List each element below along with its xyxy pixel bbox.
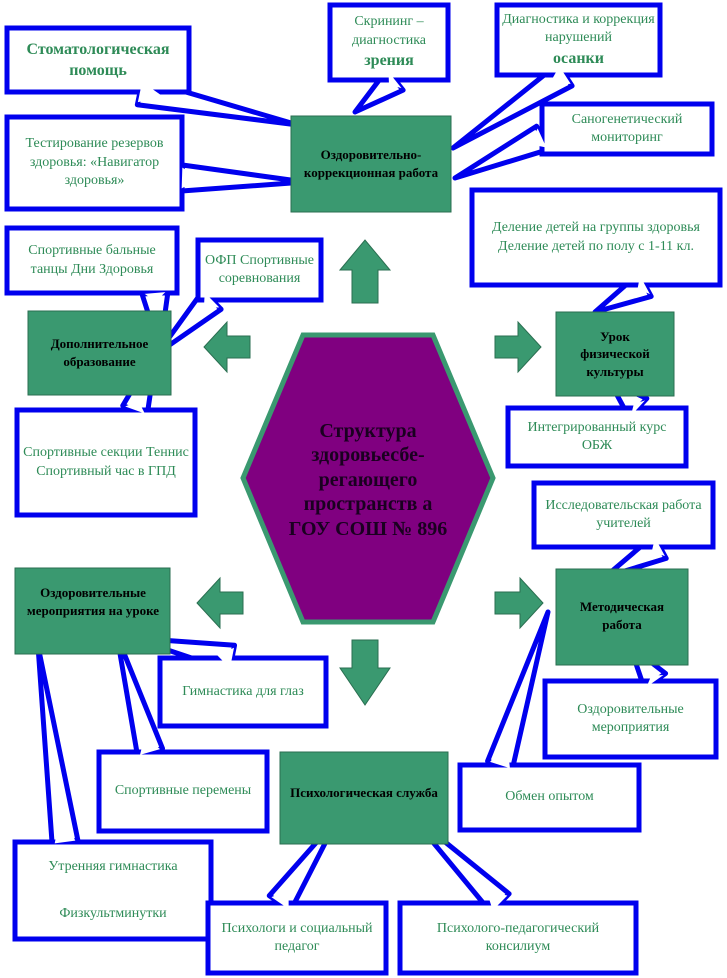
psych-service-box — [279, 751, 449, 845]
methodical-box — [555, 568, 689, 666]
posture-callout-seam — [548, 66, 571, 86]
research-callout-box — [531, 480, 716, 550]
callout-vision-prefix: Скрининг – диагностика — [351, 14, 427, 48]
callout-wellness-events: Оздоровительные мероприятия — [577, 701, 684, 735]
ofp-callout-seam — [203, 292, 220, 308]
callout-experience: Обмен опытом — [505, 789, 594, 805]
sports-sections-callout-seam — [125, 400, 145, 414]
wellness-correction-label: Оздоровительно-коррекционная работа — [303, 147, 439, 180]
callout-posture-word: осанки — [553, 49, 604, 67]
arrow-down — [339, 639, 391, 706]
arrow-left-upper — [203, 320, 251, 374]
navigator-callout-pointer — [179, 162, 308, 194]
callout-dental: Стоматологическая помощь — [26, 40, 170, 79]
morning-callout-pointer — [35, 643, 81, 847]
callout-navigator: Тестирование резервов здоровья: «Навигат… — [25, 136, 164, 189]
extra-education-label: Дополнительное образование — [50, 336, 149, 369]
posture-callout-box — [494, 2, 663, 78]
ofp-callout-box — [195, 237, 324, 303]
callout-shapes — [4, 2, 723, 976]
wellness-events-callout-box — [542, 678, 719, 760]
sport-breaks-callout-box — [96, 749, 270, 834]
morning-callout-box — [12, 839, 214, 942]
center-hexagon — [240, 332, 496, 625]
experience-callout-box — [457, 762, 642, 833]
council-callout-seam — [486, 889, 508, 911]
callout-morning: Утренняя гимнастика Физкультминутки — [15, 842, 211, 939]
pe-lesson-box — [555, 311, 675, 397]
ballroom-callout-box — [4, 225, 180, 296]
obzh-callout-box — [505, 405, 689, 469]
callout-eye-gym: Гимнастика для глаз — [182, 683, 304, 699]
callout-groups: Деление детей на группы здоровья Деление… — [472, 190, 720, 285]
navigator-callout-box — [4, 114, 185, 212]
groups-callout-box — [469, 187, 723, 288]
council-callout-box — [397, 900, 639, 976]
wellness-events-callout-seam — [646, 674, 664, 688]
arrow-left-lower — [196, 576, 244, 630]
psychologists-callout-seam — [271, 890, 289, 909]
arrow-up — [338, 239, 392, 304]
direction-arrows — [196, 239, 544, 706]
callout-groups-line2: Деление детей по полу с 1-11 кл. — [498, 238, 694, 254]
callout-phys-minutes: Физкультминутки — [59, 905, 167, 921]
wellness-correction-box — [290, 115, 452, 213]
callout-posture-prefix: Диагностика и коррекция нарушений — [502, 11, 655, 46]
callout-groups-line1: Деление детей на группы здоровья — [492, 220, 700, 236]
callout-ofp: ОФП Спортивные соревнования — [205, 252, 314, 286]
sports-sections-callout-box — [14, 407, 198, 518]
callout-council: Психолого-педагогический консилиум — [436, 920, 600, 954]
ballroom-callout-seam — [144, 292, 166, 302]
obzh-callout-seam — [630, 400, 646, 416]
callout-vision-word: зрения — [364, 52, 414, 70]
callout-sport-breaks: Спортивные перемены — [114, 783, 252, 799]
sport-breaks-callout-seam — [139, 734, 161, 755]
callout-research: Исследовательская работа учителей — [545, 497, 702, 531]
methodical-label: Методическая работа — [579, 599, 665, 632]
callout-psychologists: Психологи и социальный педагог — [221, 920, 373, 954]
experience-callout-seam — [490, 742, 510, 769]
lesson-activities-label: Оздоровительные мероприятия на уроке — [26, 585, 160, 618]
callout-sanogenetic: Саногенетический мониторинг — [571, 111, 683, 145]
pe-lesson-label: Урок физической культуры — [580, 328, 650, 379]
callout-ballroom: Спортивные бальные танцы Дни Здоровья — [28, 243, 156, 277]
arrow-right-lower — [494, 576, 544, 630]
callout-obzh: Интегрированный курс ОБЖ — [527, 419, 667, 453]
center-title: Структура здоровьесбе-регающего простран… — [288, 420, 448, 540]
callout-vision: Скрининг – диагностика зрения — [330, 5, 448, 80]
hub-boxes — [14, 115, 689, 845]
groups-callout-seam — [637, 275, 650, 295]
callout-sports-sections: Спортивные секции Теннис Спортивный час … — [23, 445, 189, 479]
eye-gym-callout-box — [157, 655, 329, 729]
arrow-right-upper — [494, 320, 542, 374]
callout-posture: Диагностика и коррекция нарушений осанки — [497, 5, 660, 75]
lesson-activities-box — [14, 567, 171, 655]
dental-callout-box — [4, 25, 192, 95]
psychologists-callout-box — [205, 900, 389, 976]
dental-callout-seam — [137, 81, 164, 103]
navigator-callout-seam — [181, 167, 201, 189]
sanogenetic-callout-box — [539, 101, 715, 157]
morning-callout-seam — [54, 812, 76, 844]
extra-education-box — [27, 310, 172, 396]
eye-gym-callout-seam — [217, 647, 235, 669]
research-callout-seam — [651, 537, 665, 557]
callout-morning-gym: Утренняя гимнастика — [48, 859, 178, 875]
vision-callout-seam — [388, 71, 402, 89]
psych-service-label: Психологическая служба — [290, 785, 438, 801]
sanogenetic-callout-seam — [528, 128, 547, 148]
experience-callout-pointer — [485, 609, 551, 772]
